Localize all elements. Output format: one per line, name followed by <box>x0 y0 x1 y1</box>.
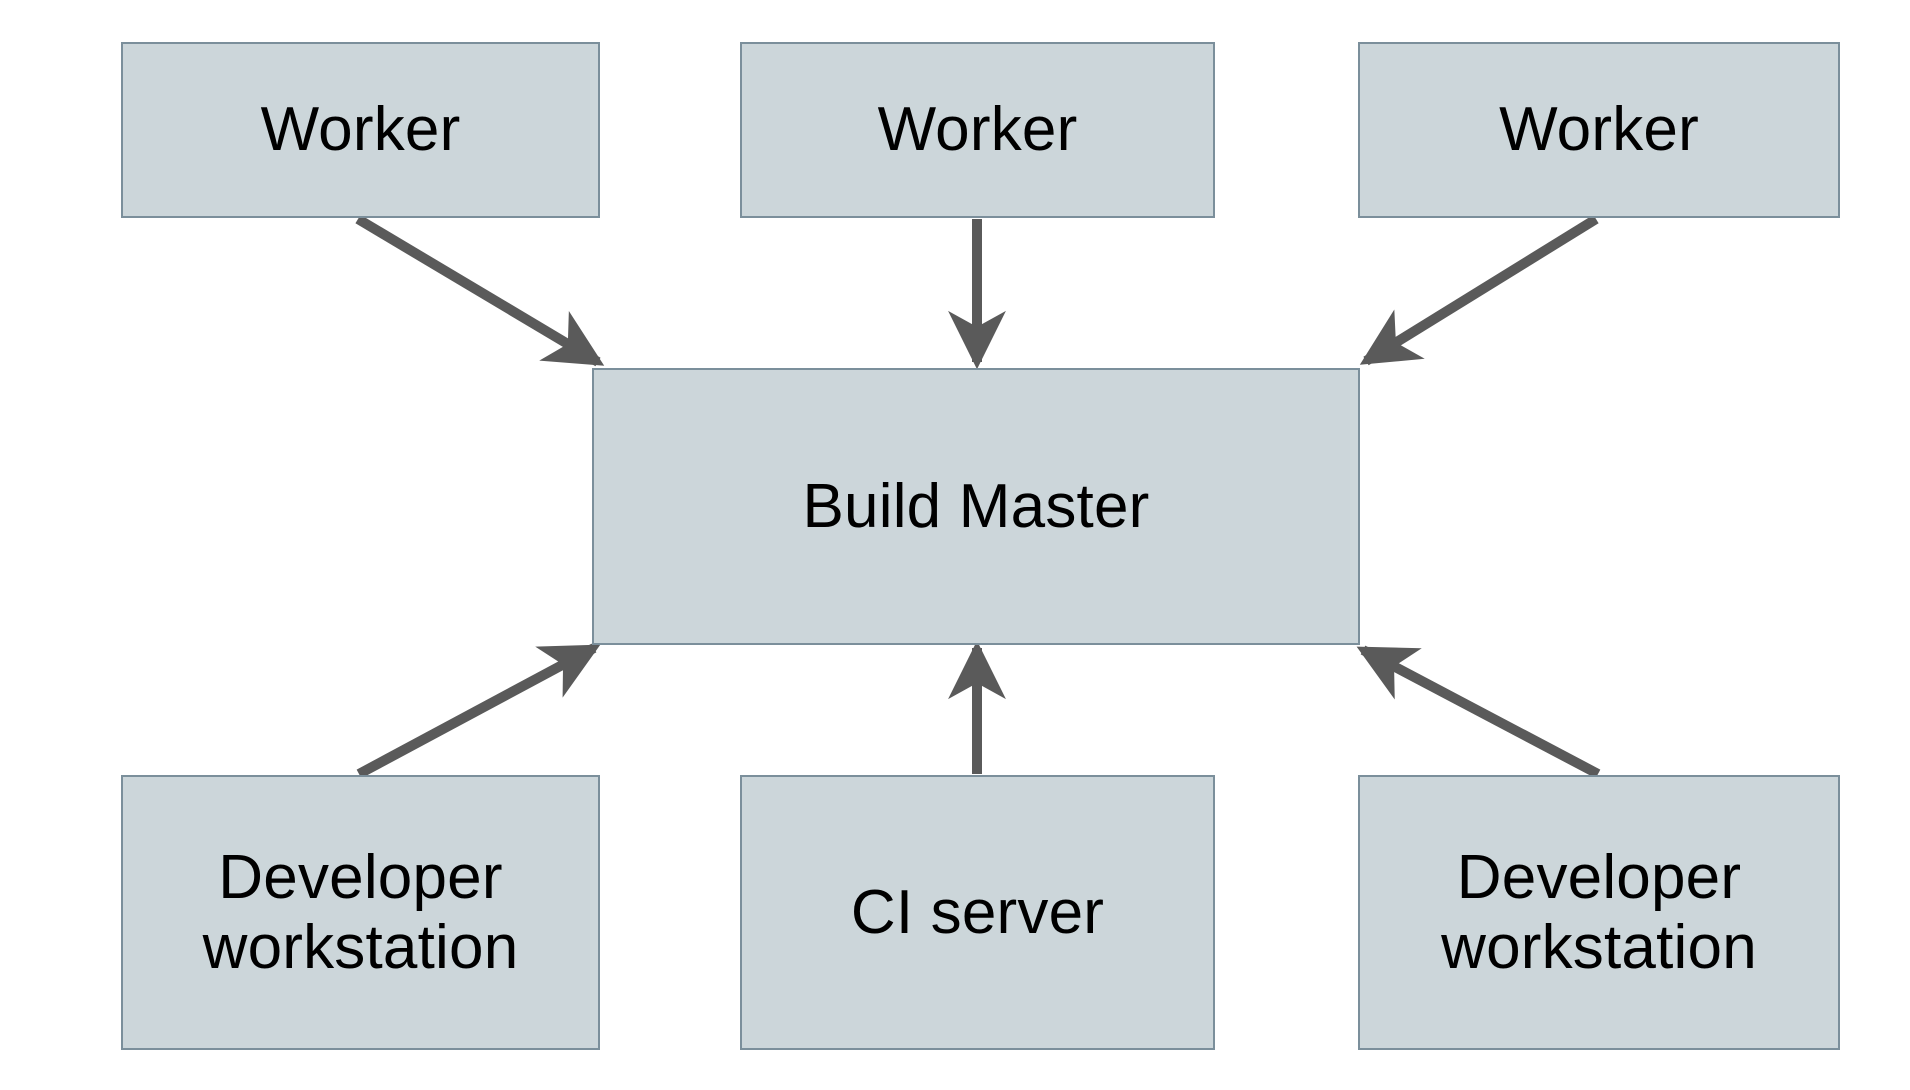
edge-worker1-to-master <box>355 214 605 367</box>
node-developer-workstation-left-label: Developer workstation <box>202 843 519 982</box>
node-developer-workstation-right-label: Developer workstation <box>1441 843 1757 982</box>
node-worker-1-label: Worker <box>260 95 461 165</box>
edge-worker3-to-master <box>1359 214 1599 366</box>
edge-devleft-to-master <box>356 643 601 779</box>
node-build-master-label: Build Master <box>802 471 1150 541</box>
node-worker-3-label: Worker <box>1499 95 1699 165</box>
node-ci-server-label: CI server <box>850 877 1105 947</box>
node-worker-3[interactable]: Worker <box>1358 42 1840 218</box>
edge-devright-to-master <box>1356 645 1601 779</box>
node-worker-1[interactable]: Worker <box>121 42 600 218</box>
node-developer-workstation-right[interactable]: Developer workstation <box>1358 775 1840 1050</box>
node-ci-server[interactable]: CI server <box>740 775 1215 1050</box>
node-developer-workstation-left[interactable]: Developer workstation <box>121 775 600 1050</box>
node-worker-2[interactable]: Worker <box>740 42 1215 218</box>
node-worker-2-label: Worker <box>877 95 1078 165</box>
node-build-master[interactable]: Build Master <box>592 368 1360 645</box>
